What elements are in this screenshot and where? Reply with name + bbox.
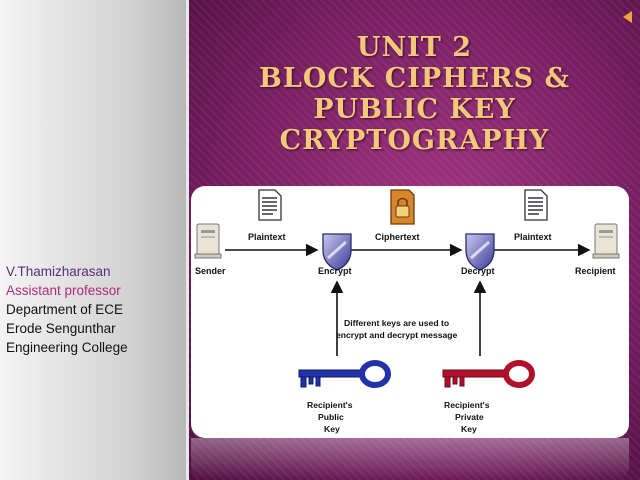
- public-key-diagram: Plaintext Ciphertext Plaintext Sender En…: [191, 186, 629, 438]
- public-key-label-1: Recipient's: [307, 400, 353, 410]
- note-line-2: encrypt and decrypt message: [336, 330, 458, 340]
- title-line-3: PUBLIC KEY: [313, 94, 516, 125]
- private-key-label-3: Key: [461, 424, 477, 434]
- sender-label: Sender: [195, 266, 226, 276]
- encrypt-label: Encrypt: [318, 266, 352, 276]
- author-role: Assistant professor: [6, 283, 121, 298]
- diagram-svg: Plaintext Ciphertext Plaintext Sender En…: [194, 189, 620, 434]
- title-line-4: CRYPTOGRAPHY: [279, 125, 550, 156]
- ciphertext-lock-icon: [390, 189, 415, 225]
- recipient-computer-icon: [592, 223, 620, 259]
- private-key-label-1: Recipient's: [444, 400, 490, 410]
- author-college-line2: Engineering College: [6, 340, 128, 355]
- encrypt-shield-icon: [322, 233, 352, 271]
- author-college-line1: Erode Sengunthar: [6, 321, 116, 336]
- plaintext-document-right-icon: [524, 189, 548, 221]
- plaintext-document-icon: [258, 189, 282, 221]
- title-line-2: BLOCK CIPHERS &: [259, 63, 570, 94]
- public-key-icon: [298, 360, 391, 388]
- public-key-label-2: Public: [318, 412, 344, 422]
- author-block: V.Thamizharasan Assistant professor Depa…: [6, 262, 128, 357]
- decrypt-label: Decrypt: [461, 266, 495, 276]
- panel-divider: [186, 0, 189, 480]
- ciphertext-label: Ciphertext: [375, 232, 420, 242]
- note-line-1: Different keys are used to: [344, 318, 449, 328]
- author-name: V.Thamizharasan: [6, 264, 111, 279]
- private-key-label-2: Private: [455, 412, 484, 422]
- diagram-reflection: Key Public Recipient's Key Private Recip…: [191, 438, 629, 480]
- author-department: Department of ECE: [6, 302, 124, 317]
- plaintext-right-label: Plaintext: [514, 232, 552, 242]
- title-line-1: UNIT 2: [356, 32, 473, 63]
- private-key-icon: [442, 360, 535, 388]
- plaintext-label: Plaintext: [248, 232, 286, 242]
- corner-arrow-icon: [623, 11, 632, 23]
- decrypt-shield-icon: [465, 233, 495, 271]
- sender-computer-icon: [194, 223, 222, 259]
- public-key-label-3: Key: [324, 424, 340, 434]
- left-panel: [0, 0, 186, 480]
- recipient-label: Recipient: [575, 266, 616, 276]
- slide-title: UNIT 2 BLOCK CIPHERS & PUBLIC KEY CRYPTO…: [189, 32, 640, 156]
